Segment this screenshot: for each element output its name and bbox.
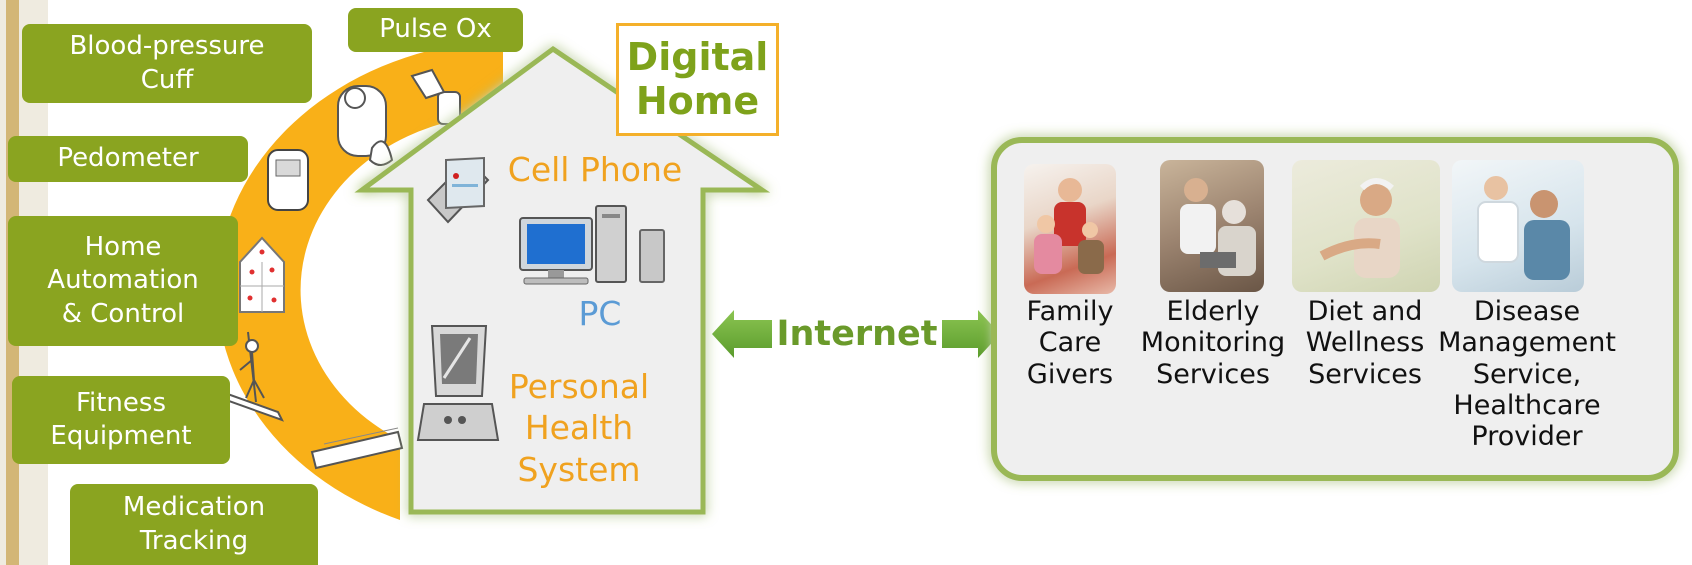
family-photo-icon [1034,178,1104,274]
pill-organizer-icon [310,427,404,470]
elderly-photo-icon [1180,178,1256,276]
digital-home-title: Digital Home [616,23,779,136]
diet-wellness-photo [1292,160,1440,292]
service-label-diet-wellness: Diet and Wellness Services [1305,296,1425,390]
pedometer-icon [267,149,309,211]
service-label-family-care-givers: Family Care Givers [1026,296,1114,390]
family-care-givers-photo [1024,164,1116,294]
blood-pressure-cuff-label: Blood-pressure Cuff [22,24,312,103]
service-label-disease-management: Disease Management Service, Healthcare P… [1438,296,1616,453]
internet-label: Internet [772,308,942,360]
pulse-ox-label: Pulse Ox [348,8,523,52]
pedometer-label: Pedometer [8,136,248,182]
personal-health-system-label: Personal Health System [508,367,650,489]
personal-health-system-icon [416,325,500,441]
disease-management-photo [1452,160,1584,292]
pulse-ox-icon [410,68,466,166]
blood-pressure-cuff-icon [337,85,394,166]
cell-phone-label: Cell Phone [507,150,683,189]
home-automation-label: Home Automation & Control [8,216,238,346]
service-label-elderly-monitoring: Elderly Monitoring Services [1140,296,1286,390]
pc-icon [519,205,665,285]
pc-label: PC [578,294,622,333]
home-automation-icon [239,236,285,313]
wellness-photo-icon [1319,178,1400,278]
cell-phone-icon [426,156,490,224]
doctor-photo-icon [1477,176,1570,280]
medication-tracking-label: Medication Tracking [70,484,318,565]
fitness-equipment-label: Fitness Equipment [12,376,230,464]
elderly-monitoring-photo [1160,160,1264,292]
